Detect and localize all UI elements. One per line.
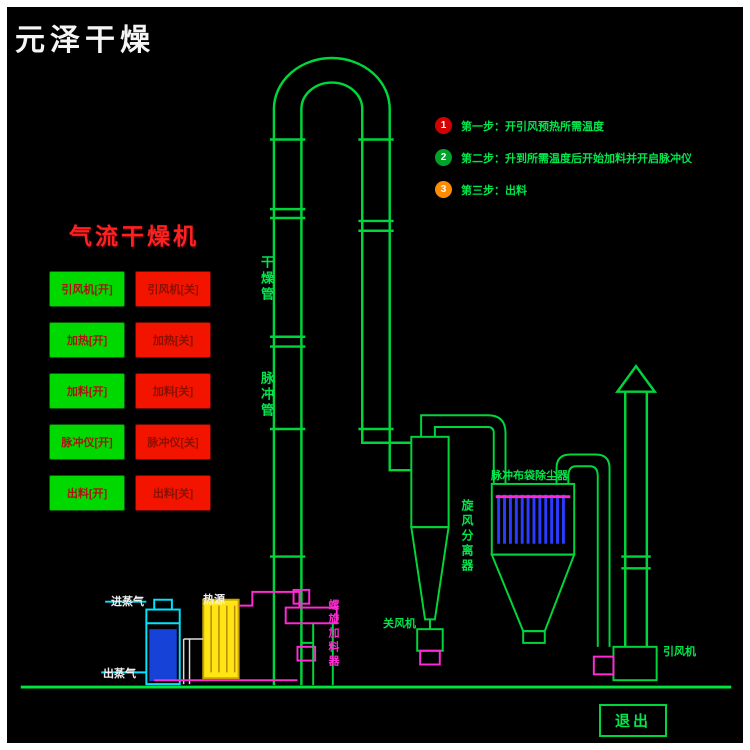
heat-source-label: 热源 xyxy=(203,594,225,606)
white-connection-pipes xyxy=(182,638,204,685)
step-row-3: 3 第三步：出料 xyxy=(435,181,692,198)
heat-on-button[interactable]: 加热[开] xyxy=(49,322,125,358)
output-off-button[interactable]: 出料[关] xyxy=(135,475,211,511)
rotary-valve-label: 关风机 xyxy=(383,618,416,630)
steam-out-label: 出蒸气 xyxy=(103,668,136,680)
off-button-column: 引风机[关] 加热[关] 加料[关] 脉冲仪[关] 出料[关] xyxy=(135,271,211,511)
drying-pipe-label: 干燥管 xyxy=(259,255,274,303)
induced-draft-fan xyxy=(592,645,658,682)
pulse-on-button[interactable]: 脉冲仪[开] xyxy=(49,424,125,460)
heat-off-button[interactable]: 加热[关] xyxy=(135,322,211,358)
rotary-valve-motor xyxy=(419,649,441,666)
step-row-2: 2 第二步：升到所需温度后开始加料并开启脉冲仪 xyxy=(435,149,692,166)
step-2-badge: 2 xyxy=(435,149,452,166)
fan-label: 引风机 xyxy=(663,646,696,658)
process-diagram xyxy=(20,56,732,689)
feeder-duct-stub xyxy=(301,623,334,686)
exit-button[interactable]: 退出 xyxy=(599,704,667,737)
steps-legend: 1 第一步：开引风预热所需温度 2 第二步：升到所需温度后开始加料并开启脉冲仪 … xyxy=(435,117,692,198)
fan-on-button[interactable]: 引风机[开] xyxy=(49,271,125,307)
step-row-1: 1 第一步：开引风预热所需温度 xyxy=(435,117,692,134)
steam-in-label: 进蒸气 xyxy=(111,596,144,608)
dust-collector-label: 脉冲布袋除尘器 xyxy=(491,470,568,482)
screw-feeder xyxy=(154,588,338,682)
dust-collector xyxy=(490,453,611,647)
watermark: 元泽干燥 xyxy=(15,24,155,57)
heat-source xyxy=(202,598,240,680)
step-1-badge: 1 xyxy=(435,117,452,134)
on-button-column: 引风机[开] 加热[开] 加料[开] 脉冲仪[开] 出料[开] xyxy=(49,271,125,511)
output-on-button[interactable]: 出料[开] xyxy=(49,475,125,511)
pulse-pipe-label: 脉冲管 xyxy=(259,371,274,419)
step-2-text: 第二步：升到所需温度后开始加料并开启脉冲仪 xyxy=(461,152,692,165)
exhaust-stack xyxy=(614,364,658,647)
feed-off-button[interactable]: 加料[关] xyxy=(135,373,211,409)
steam-vessel xyxy=(101,598,181,686)
hmi-screen: 元泽干燥 气流干燥机 引风机[开] 加热[开] 加料[开] 脉冲仪[开] 出料[… xyxy=(7,7,743,743)
step-3-text: 第三步：出料 xyxy=(461,184,527,197)
step-3-badge: 3 xyxy=(435,181,452,198)
cyclone-label: 旋风分离器 xyxy=(460,499,474,574)
filter-bags xyxy=(497,494,565,544)
main-duct xyxy=(269,56,412,686)
feed-on-button[interactable]: 加料[开] xyxy=(49,373,125,409)
fan-off-button[interactable]: 引风机[关] xyxy=(135,271,211,307)
page-title: 气流干燥机 xyxy=(69,223,199,249)
screw-feeder-label: 螺旋加料器 xyxy=(327,599,339,669)
step-1-text: 第一步：开引风预热所需温度 xyxy=(461,120,604,133)
pulse-off-button[interactable]: 脉冲仪[关] xyxy=(135,424,211,460)
